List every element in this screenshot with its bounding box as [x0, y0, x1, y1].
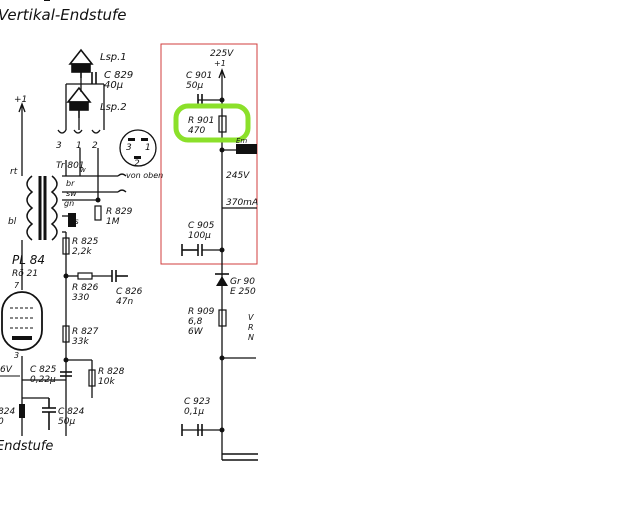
heater-voltage: 6V	[0, 365, 13, 375]
node-voltage: 245V	[226, 171, 250, 181]
r828-value: 10k	[98, 377, 115, 387]
r901-highlight	[173, 103, 251, 143]
c901-value: 50µ	[186, 81, 203, 91]
ferrite-block-icon	[68, 213, 76, 227]
c826-value: 47n	[116, 297, 133, 307]
capacitor-c825-icon	[60, 371, 72, 377]
r829-ref: R 829	[106, 207, 133, 217]
resistor-r825-icon	[62, 237, 70, 255]
r825-ref: R 825	[72, 237, 99, 247]
r901-ref: R 901	[188, 116, 214, 126]
junction-dots	[63, 97, 225, 433]
r824-value: 0	[0, 417, 4, 427]
speaker-lsp2-label: Lsp.2	[100, 102, 127, 113]
c825-ref: C 825	[30, 365, 57, 375]
transformer-tr801-icon	[26, 175, 58, 241]
schematic-footer: Endstufe	[0, 439, 53, 454]
c829-ref: C 829	[104, 70, 133, 81]
r826-ref: R 826	[72, 283, 99, 293]
r901-value: 470	[188, 126, 205, 136]
schematic-title: Vertikal-Endstufe	[0, 6, 127, 24]
supply-plus-label: +1	[14, 95, 27, 105]
tube-pin-3: 3	[14, 351, 19, 360]
r825-value: 2,2k	[72, 247, 92, 257]
gr90-value: E 250	[230, 287, 256, 297]
capacitor-c824-icon	[42, 398, 56, 430]
c905-ref: C 905	[188, 221, 215, 231]
c829-value: 40µ	[104, 80, 123, 91]
c923-ref: C 923	[184, 397, 211, 407]
r824-ref: 824	[0, 407, 15, 417]
resistor-r829-icon	[94, 205, 102, 221]
tap-bl: bl	[8, 217, 17, 227]
r826-value: 330	[72, 293, 89, 303]
socket-pin-1: 1	[145, 143, 151, 153]
r909-ref: R 909	[188, 307, 215, 317]
connector-pin-2: 2	[92, 141, 98, 151]
socket-pin-2: 2	[134, 159, 140, 169]
speaker-lsp2-icon	[66, 86, 92, 118]
capacitor-c829-icon	[91, 72, 97, 84]
resistor-r826-icon	[77, 272, 93, 280]
resistor-r828-icon	[88, 369, 96, 387]
c824-ref: C 824	[58, 407, 85, 417]
cut-label-r: R	[248, 323, 254, 332]
c905-value: 100µ	[188, 231, 211, 241]
capacitor-c826-icon	[111, 270, 128, 282]
blank-area	[258, 0, 640, 512]
resistor-r824-icon	[19, 404, 25, 418]
supply-voltage: 225V	[210, 49, 234, 59]
r827-value: 33k	[72, 337, 89, 347]
secondary-wiring	[62, 148, 127, 233]
resistor-r827-icon	[62, 325, 70, 343]
tube-name: PL 84	[12, 253, 45, 267]
r828-ref: R 828	[98, 367, 125, 377]
cut-label-n: N	[248, 333, 254, 342]
c824-value: 50µ	[58, 417, 75, 427]
speaker-wiring	[65, 78, 105, 130]
c826-ref: C 826	[116, 287, 143, 297]
gr90-ref: Gr 90	[230, 277, 255, 287]
c923-value: 0,1µ	[184, 407, 204, 417]
tap-gn: gn	[64, 199, 74, 208]
feedback-wiring	[21, 232, 112, 436]
capacitor-c905-icon	[181, 244, 203, 256]
capacitor-c923-icon	[181, 424, 203, 436]
tube-ref: Rö 21	[12, 269, 38, 279]
c901-ref: C 901	[186, 71, 212, 81]
node-current: 370mA	[226, 198, 258, 208]
resistor-r901-icon	[218, 115, 227, 133]
tap-rt: rt	[10, 167, 18, 177]
tube-pin-7: 7	[14, 281, 20, 290]
zener-gr90-icon	[215, 273, 229, 286]
resistor-r909-icon	[218, 309, 227, 327]
connector-pin-3: 3	[56, 141, 62, 151]
cut-label-em: Em	[236, 137, 247, 145]
socket-pin-3: 3	[126, 143, 132, 153]
socket-icon	[119, 129, 157, 167]
supply-wiring	[18, 102, 26, 290]
r829-value: 1M	[106, 217, 120, 227]
tube-pl84-icon	[1, 291, 43, 351]
speaker-lsp1-icon	[68, 48, 94, 78]
r909-power: 6W	[188, 327, 204, 337]
tap-sw: sw	[66, 189, 77, 198]
supply-plus-right: +1	[214, 59, 226, 68]
connector-pin-1: 1	[76, 141, 82, 151]
transistor-body-icon	[236, 144, 257, 154]
r827-ref: R 827	[72, 327, 99, 337]
tap-w: w	[80, 166, 86, 174]
transformer-label: Tr 801	[56, 161, 85, 171]
r909-value: 6,8	[188, 317, 203, 327]
cut-label-v: V	[248, 313, 254, 322]
speaker-lsp1-label: Lsp.1	[100, 52, 127, 63]
socket-label: von oben	[126, 171, 163, 180]
speaker-connector-icon	[57, 129, 101, 134]
c825-value: 0,22µ	[30, 375, 56, 385]
tap-br: br	[66, 179, 75, 188]
